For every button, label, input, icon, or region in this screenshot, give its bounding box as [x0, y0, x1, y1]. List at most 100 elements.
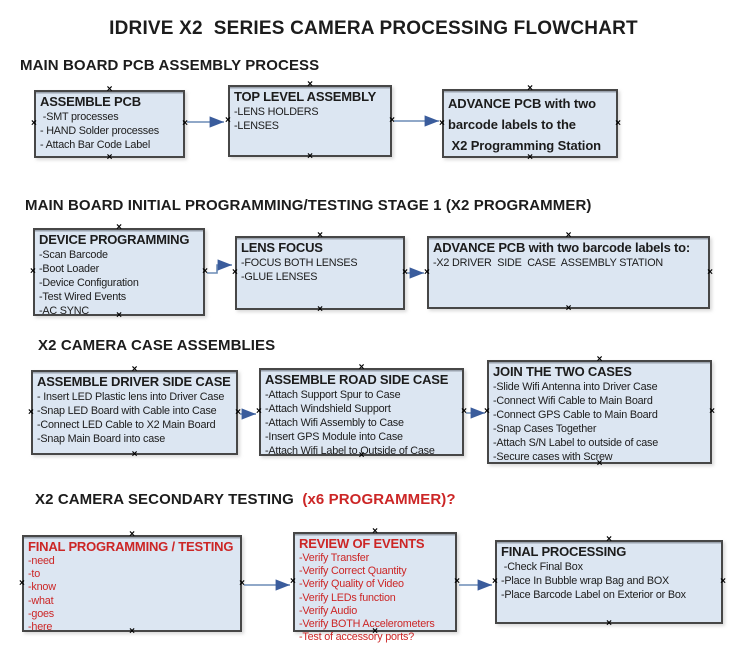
connection-handle-icon: ×	[28, 406, 34, 418]
box-line: -Secure cases with Screw	[493, 451, 613, 463]
flow-box-assemble-road-side-case: ASSEMBLE ROAD SIDE CASE -Attach Support …	[256, 363, 467, 461]
flow-box-join-two-cases: JOIN THE TWO CASES -Slide Wifi Antenna i…	[484, 355, 715, 469]
box-line: - HAND Solder processes	[40, 125, 160, 137]
connection-handle-icon: ×	[439, 117, 445, 129]
connection-handle-icon: ×	[256, 406, 262, 417]
box-line: -Attach Wifi Label to Outside of Case	[265, 445, 435, 457]
box-title: FINAL PROGRAMMING / TESTING	[28, 539, 234, 554]
connection-handle-icon: ×	[492, 576, 498, 587]
connection-handle-icon: ×	[129, 529, 135, 540]
box-line: -Verify BOTH Accelerometers	[299, 618, 435, 631]
box-line: -Test of accessory ports?	[299, 631, 415, 644]
box-line: -Check Final Box	[501, 561, 583, 573]
flow-box-lens-focus: LENS FOCUS -FOCUS BOTH LENSES -GLUE LENS…	[232, 231, 408, 315]
box-line: -LENS HOLDERS	[234, 106, 319, 118]
connection-handle-icon: ×	[290, 576, 296, 587]
connection-handle-icon: ×	[31, 118, 37, 129]
connection-handle-icon: ×	[358, 362, 365, 373]
connection-handle-icon: ×	[116, 222, 122, 233]
connection-handle-icon: ×	[129, 626, 135, 637]
box-line: -know	[28, 581, 56, 594]
flow-box-final-programming-testing: FINAL PROGRAMMING / TESTING -need -to -k…	[19, 530, 245, 637]
connection-handle-icon: ×	[709, 406, 715, 417]
box-line: -Connect Wifi Cable to Main Board	[493, 395, 653, 407]
box-line: -Verify Transfer	[299, 552, 370, 564]
connection-handle-icon: ×	[454, 576, 460, 587]
box-line: -Device Configuration	[39, 277, 139, 289]
box-line: -Boot Loader	[39, 263, 100, 275]
box-title: REVIEW OF EVENTS	[299, 536, 425, 551]
section-heading-pcb-assembly: MAIN BOARD PCB ASSEMBLY PROCESS	[20, 57, 320, 74]
box-title: ASSEMBLE ROAD SIDE CASE	[265, 372, 449, 387]
box-line: -Snap Cases Together	[493, 423, 597, 435]
connection-handle-icon: ×	[402, 267, 408, 278]
box-line: -Connect GPS Cable to Main Board	[493, 409, 658, 421]
box-line: -here	[28, 621, 53, 634]
connection-handle-icon: ×	[707, 266, 713, 278]
connection-handle-icon: ×	[461, 406, 467, 417]
box-line: -Verify LEDs function	[299, 591, 396, 604]
connection-handle-icon: ×	[106, 152, 113, 163]
box-line: -Place In Bubble wrap Bag and BOX	[501, 575, 670, 587]
connection-handle-icon: ×	[565, 230, 572, 241]
box-line: -to	[28, 568, 40, 581]
flow-box-advance-pcb-driver-side: ADVANCE PCB with two barcode labels to: …	[424, 231, 713, 314]
connection-handle-icon: ×	[372, 626, 378, 637]
connection-handle-icon: ×	[358, 450, 365, 461]
flow-box-top-level-assembly: TOP LEVEL ASSEMBLY -LENS HOLDERS -LENSES…	[225, 80, 395, 162]
box-title: DEVICE PROGRAMMING	[39, 232, 190, 247]
box-line: -Insert GPS Module into Case	[265, 431, 403, 443]
section-heading-red-note: (x6 PROGRAMMER)?	[302, 491, 456, 508]
connection-handle-icon: ×	[225, 115, 231, 126]
flow-arrow	[207, 259, 232, 274]
box-line: ADVANCE PCB with two	[448, 96, 596, 111]
connection-handle-icon: ×	[484, 406, 490, 417]
connection-handle-icon: ×	[317, 304, 323, 315]
box-line: -Verify Audio	[299, 604, 358, 617]
connection-handle-icon: ×	[106, 84, 113, 95]
connection-handle-icon: ×	[307, 79, 313, 90]
section-heading-secondary-testing: X2 CAMERA SECONDARY TESTING (x6 PROGRAMM…	[35, 491, 456, 508]
box-line: -Attach S/N Label to outside of case	[493, 437, 659, 449]
connection-handle-icon: ×	[720, 576, 726, 587]
box-title: LENS FOCUS	[241, 240, 323, 255]
connection-handle-icon: ×	[606, 534, 612, 545]
connection-handle-icon: ×	[307, 151, 313, 162]
connection-handle-icon: ×	[182, 118, 188, 129]
box-line: -LENSES	[234, 120, 279, 132]
box-line: -Place Barcode Label on Exterior or Box	[501, 589, 686, 601]
connection-handle-icon: ×	[19, 577, 25, 589]
connection-handle-icon: ×	[389, 115, 395, 126]
box-title: ADVANCE PCB with two barcode labels to:	[433, 240, 691, 255]
connection-handle-icon: ×	[131, 449, 138, 460]
flow-box-device-programming: DEVICE PROGRAMMING -Scan Barcode -Boot L…	[30, 223, 208, 321]
flow-box-assemble-pcb: ASSEMBLE PCB -SMT processes - HAND Solde…	[31, 85, 188, 163]
box-line: -Attach Wifi Assembly to Case	[265, 417, 404, 429]
box-line: -FOCUS BOTH LENSES	[241, 257, 358, 269]
box-line: -X2 DRIVER SIDE CASE ASSEMBLY STATION	[433, 257, 663, 269]
box-line: -Snap Main Board into case	[37, 433, 166, 445]
box-title: ASSEMBLE DRIVER SIDE CASE	[37, 374, 231, 389]
connection-handle-icon: ×	[527, 152, 533, 163]
connection-handle-icon: ×	[565, 303, 572, 314]
connection-handle-icon: ×	[596, 354, 603, 365]
section-heading-initial-programming: MAIN BOARD INITIAL PROGRAMMING/TESTING S…	[25, 197, 592, 214]
connection-handle-icon: ×	[372, 526, 378, 537]
section-heading-case-assemblies: X2 CAMERA CASE ASSEMBLIES	[38, 337, 276, 354]
flow-box-assemble-driver-side-case: ASSEMBLE DRIVER SIDE CASE - Insert LED P…	[28, 365, 241, 460]
box-title: ASSEMBLE PCB	[40, 94, 141, 109]
page-title: IDRIVE X2 SERIES CAMERA PROCESSING FLOWC…	[109, 18, 638, 39]
connection-handle-icon: ×	[131, 364, 138, 375]
box-line: -SMT processes	[40, 111, 119, 123]
box-line: -Scan Barcode	[39, 249, 108, 261]
box-line: -need	[28, 555, 55, 567]
box-line: barcode labels to the	[448, 117, 576, 132]
box-line: -Snap LED Board with Cable into Case	[37, 405, 217, 417]
box-line: -Verify Correct Quantity	[299, 565, 407, 578]
section-heading-black-part: X2 CAMERA SECONDARY TESTING	[35, 491, 303, 508]
box-line: -Slide Wifi Antenna into Driver Case	[493, 381, 658, 393]
box-line: -what	[28, 594, 54, 607]
box-line: - Attach Bar Code Label	[40, 139, 151, 151]
connection-handle-icon: ×	[317, 230, 323, 241]
box-line: -Connect LED Cable to X2 Main Board	[37, 419, 216, 431]
